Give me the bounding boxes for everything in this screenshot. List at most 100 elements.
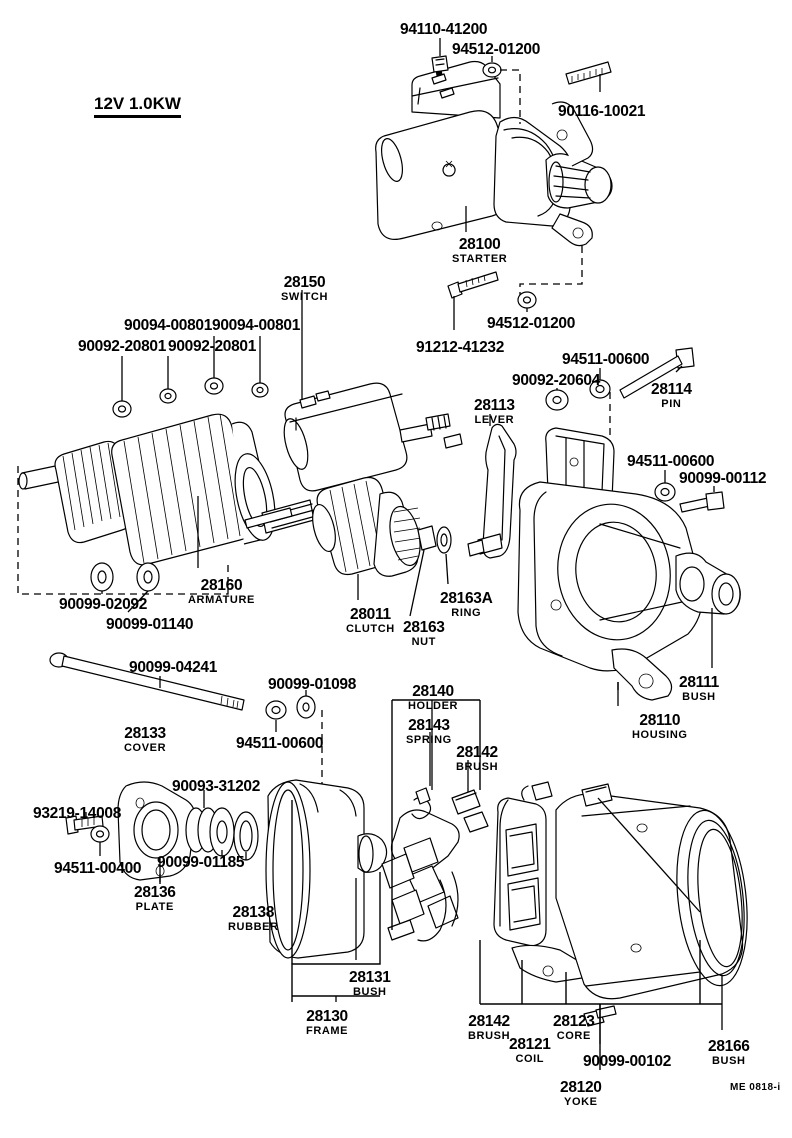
part-callout-94511-00600: 94511-00600 bbox=[236, 735, 324, 752]
part-28011-clutch bbox=[312, 476, 452, 617]
part-callout-94512-01200: 94512-01200 bbox=[452, 42, 540, 58]
part-number: 90092-20604 bbox=[512, 372, 601, 389]
part-name: LEVER bbox=[474, 413, 515, 426]
part-28160-armature bbox=[17, 413, 317, 613]
part-number: 94511-00600 bbox=[562, 351, 650, 368]
part-number: 90099-00102 bbox=[583, 1053, 672, 1070]
part-number: 28123 bbox=[553, 1013, 595, 1030]
part-number: 28133 bbox=[124, 725, 166, 742]
part-28110-housing bbox=[517, 427, 741, 706]
part-94512-01200-top bbox=[482, 62, 502, 78]
part-name: HOUSING bbox=[632, 728, 688, 741]
part-number: 94110-41200 bbox=[400, 21, 488, 38]
part-number: 90116-10021 bbox=[558, 103, 646, 120]
part-number: 28163A bbox=[440, 590, 493, 607]
part-number: 28143 bbox=[408, 717, 450, 734]
part-number: 94511-00400 bbox=[54, 860, 142, 877]
part-90116-10021 bbox=[565, 61, 612, 85]
part-name: BRUSH bbox=[456, 760, 499, 773]
part-number: 90099-04241 bbox=[129, 659, 218, 676]
part-callout-90099-00112: 90099-00112 bbox=[679, 470, 767, 487]
part-callout-90092-20801: 90092-20801 bbox=[78, 339, 166, 355]
part-name: HOLDER bbox=[408, 699, 459, 712]
part-number: 91212-41232 bbox=[416, 339, 505, 356]
part-number: 94511-00600 bbox=[236, 735, 324, 752]
part-number: 28142 bbox=[468, 1013, 510, 1030]
part-number: 90099-01140 bbox=[106, 616, 194, 633]
part-name: BUSH bbox=[712, 1054, 746, 1067]
part-callout-90099-01098: 90099-01098 bbox=[268, 677, 356, 693]
part-number: 90099-02092 bbox=[59, 596, 148, 613]
part-number: 90094-00801 bbox=[212, 317, 301, 334]
part-number: 28163 bbox=[403, 619, 445, 636]
part-number: 28121 bbox=[509, 1036, 551, 1053]
part-callout-90099-00102: 90099-00102 bbox=[583, 1054, 671, 1070]
part-callout-90099-04241: 90099-04241 bbox=[129, 660, 217, 676]
part-callout-90099-01185: 90099-01185 bbox=[157, 854, 245, 871]
part-name: RUBBER bbox=[228, 920, 279, 933]
fasteners-mid bbox=[447, 271, 725, 513]
part-number: 28011 bbox=[350, 606, 391, 623]
part-number: 28166 bbox=[708, 1038, 750, 1055]
part-callout-90094-00801: 90094-00801 bbox=[212, 318, 300, 334]
part-name: BUSH bbox=[682, 690, 716, 703]
part-number: 28111 bbox=[679, 674, 719, 691]
part-name: STARTER bbox=[452, 252, 508, 265]
part-number: 94512-01200 bbox=[452, 41, 541, 58]
part-name: COVER bbox=[124, 741, 167, 754]
part-number: 28100 bbox=[458, 236, 501, 253]
part-number: 90099-00112 bbox=[679, 470, 767, 487]
part-callout-90093-31202: 90093-31202 bbox=[172, 779, 260, 795]
diagram-title: 12V 1.0KW bbox=[94, 94, 181, 118]
part-name: RING bbox=[451, 606, 482, 619]
part-name: FRAME bbox=[306, 1024, 349, 1037]
part-name: YOKE bbox=[564, 1095, 598, 1108]
fasteners-cover bbox=[65, 790, 259, 861]
part-callout-90099-02092: 90099-02092 bbox=[59, 597, 147, 613]
part-callout-90092-20604: 90092-20604 bbox=[512, 373, 600, 389]
part-28140-holder bbox=[381, 699, 489, 942]
part-28120-yoke bbox=[479, 781, 748, 1070]
part-94110-41200 bbox=[431, 55, 449, 73]
part-callout-94511-00600: 94511-00600 bbox=[562, 351, 650, 368]
part-callout-94512-01200: 94512-01200 bbox=[487, 316, 575, 332]
part-callout-94511-00600: 94511-00600 bbox=[627, 453, 715, 470]
part-number: 28140 bbox=[412, 683, 454, 700]
part-number: 93219-14008 bbox=[33, 805, 122, 822]
part-name: ARMATURE bbox=[188, 593, 255, 606]
part-name: SWITCH bbox=[281, 290, 328, 303]
part-number: 28138 bbox=[232, 904, 275, 921]
part-number: 90093-31202 bbox=[172, 778, 261, 795]
part-number: 28136 bbox=[134, 884, 176, 901]
part-number: 90094-00801 bbox=[124, 317, 213, 334]
part-number: 94512-01200 bbox=[487, 315, 576, 332]
sheet-watermark: ME 0818-i bbox=[730, 1082, 781, 1093]
part-name: NUT bbox=[411, 635, 437, 648]
part-number: 94511-00600 bbox=[627, 453, 715, 470]
part-name: CLUTCH bbox=[346, 622, 395, 635]
part-callout-94110-41200: 94110-41200 bbox=[400, 21, 488, 38]
fasteners-row-switch bbox=[112, 336, 269, 418]
part-name: BRUSH bbox=[468, 1029, 511, 1042]
part-callout-90116-10021: 90116-10021 bbox=[558, 103, 646, 120]
part-callout-90094-00801: 90094-00801 bbox=[124, 318, 212, 334]
part-number: 90099-01185 bbox=[157, 854, 245, 871]
diagram-title-text: 12V 1.0KW bbox=[94, 94, 181, 118]
part-name: BUSH bbox=[353, 985, 387, 998]
